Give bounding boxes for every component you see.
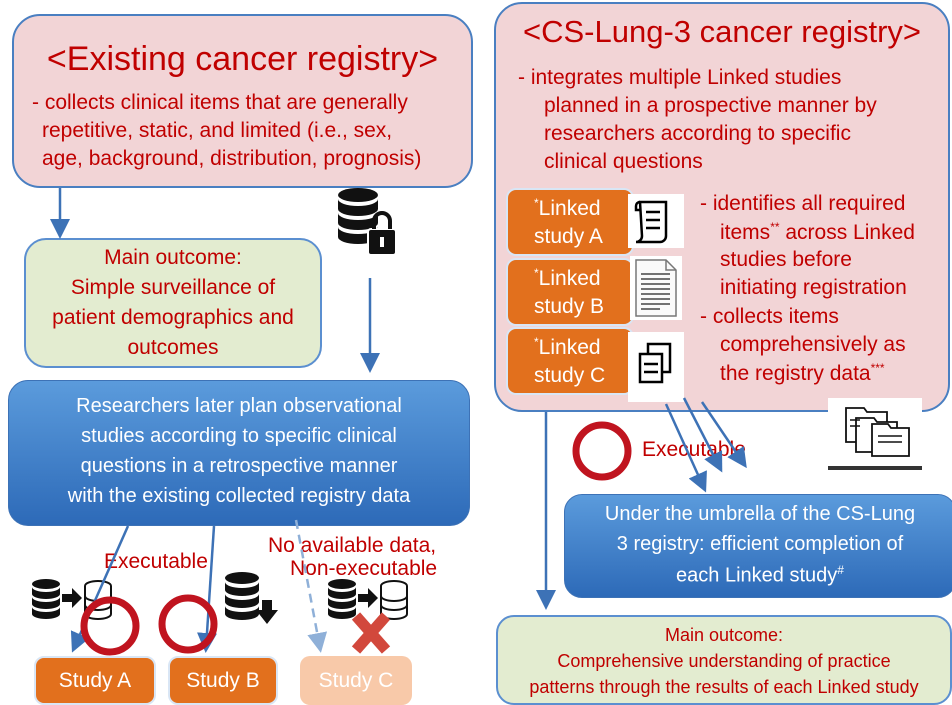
- linked-study-c-line-1: *Linked: [534, 335, 601, 359]
- right-outcome-line-3: patterns through the results of each Lin…: [529, 677, 919, 697]
- existing-registry-desc-line-2: repetitive, static, and limited (i.e., s…: [42, 119, 393, 142]
- linked-study-a-box: *Linked study A: [506, 188, 634, 256]
- existing-registry-box: <Existing cancer registry> - collects cl…: [12, 14, 473, 188]
- right-main-outcome-box: Main outcome: Comprehensive understandin…: [496, 615, 952, 705]
- database-lock-icon: [334, 185, 398, 259]
- folders-screen-icon: [828, 398, 922, 474]
- umbrella-line-3: each Linked study#: [676, 563, 844, 587]
- database-transfer-icon-c: [326, 576, 410, 624]
- researchers-line-4: with the existing collected registry dat…: [67, 485, 411, 507]
- point-2-line-3: the registry data***: [720, 361, 885, 385]
- researchers-line-1: Researchers later plan observational: [76, 395, 402, 417]
- left-outcome-line-4: outcomes: [127, 336, 219, 359]
- database-download-icon: [222, 570, 278, 626]
- text-document-icon: [630, 256, 682, 320]
- dashed-arrow-to-study-c: [294, 519, 328, 653]
- study-a-box: Study A: [34, 656, 156, 705]
- study-b-label: Study B: [186, 669, 260, 692]
- executable-circle-right: [572, 421, 632, 481]
- study-b-box: Study B: [168, 656, 278, 705]
- linked-study-b-box: *Linked study B: [506, 258, 634, 326]
- left-outcome-line-3: patient demographics and: [52, 306, 294, 329]
- right-outcome-line-2: Comprehensive understanding of practice: [557, 651, 891, 671]
- no-data-line-2: Non-executable: [290, 557, 438, 580]
- point-1-line-4: initiating registration: [720, 276, 907, 299]
- cs-lung-desc-line-3: researchers according to specific: [544, 122, 851, 145]
- arrow-linked-2: [700, 401, 747, 469]
- non-executable-cross: [351, 612, 391, 654]
- researchers-line-2: studies according to specific clinical: [81, 425, 397, 447]
- linked-study-a-line-1: *Linked: [534, 196, 601, 220]
- linked-study-b-line-2: study B: [534, 295, 605, 318]
- point-2-line-1: - collects items: [700, 305, 839, 328]
- no-data-line-1: No available data,: [268, 534, 437, 557]
- left-executable-label: Executable: [104, 550, 208, 573]
- point-1-line-1: - identifies all required: [700, 192, 906, 215]
- cs-lung-desc-line-1: - integrates multiple Linked studies: [518, 66, 842, 89]
- cs-lung-registry-title: <CS-Lung-3 cancer registry>: [522, 14, 922, 49]
- cs-lung-desc-line-2: planned in a prospective manner by: [544, 94, 877, 117]
- arrow-to-study-b: [197, 525, 217, 653]
- umbrella-line-1: Under the umbrella of the CS-Lung: [604, 503, 916, 525]
- right-outcome-line-1: Main outcome:: [664, 625, 784, 645]
- existing-registry-desc-line-1: - collects clinical items that are gener…: [32, 91, 408, 114]
- arrow-linked-1: [682, 397, 723, 473]
- existing-registry-title: <Existing cancer registry>: [46, 40, 439, 78]
- point-1-line-2: items** across Linked: [720, 220, 915, 244]
- point-1-line-3: studies before: [720, 248, 852, 271]
- cs-lung-desc-line-4: clinical questions: [544, 150, 703, 173]
- scroll-document-icon: [628, 194, 684, 248]
- left-main-outcome-box: Main outcome: Simple surveillance of pat…: [24, 238, 322, 368]
- point-2-line-2: comprehensively as: [720, 333, 906, 356]
- umbrella-line-2: 3 registry: efficient completion of: [616, 533, 904, 555]
- linked-study-c-box: *Linked study C: [506, 327, 634, 395]
- arrow-linked-3: [664, 403, 707, 493]
- umbrella-box: Under the umbrella of the CS-Lung 3 regi…: [564, 494, 952, 598]
- researchers-line-3: questions in a retrospective manner: [80, 455, 398, 477]
- left-outcome-line-1: Main outcome:: [104, 246, 242, 269]
- existing-registry-desc-line-3: age, background, distribution, prognosis…: [42, 147, 422, 170]
- stacked-documents-icon: [628, 332, 684, 402]
- executable-circle-a: [80, 596, 140, 656]
- linked-study-c-line-2: study C: [534, 364, 606, 387]
- linked-study-a-line-2: study A: [534, 225, 603, 248]
- study-a-label: Study A: [58, 669, 132, 692]
- study-c-box: Study C: [300, 656, 412, 705]
- executable-circle-b: [158, 594, 218, 654]
- study-c-label: Study C: [318, 669, 394, 692]
- researchers-box: Researchers later plan observational stu…: [8, 380, 470, 526]
- left-outcome-line-2: Simple surveillance of: [70, 276, 276, 299]
- linked-study-b-line-1: *Linked: [534, 266, 601, 290]
